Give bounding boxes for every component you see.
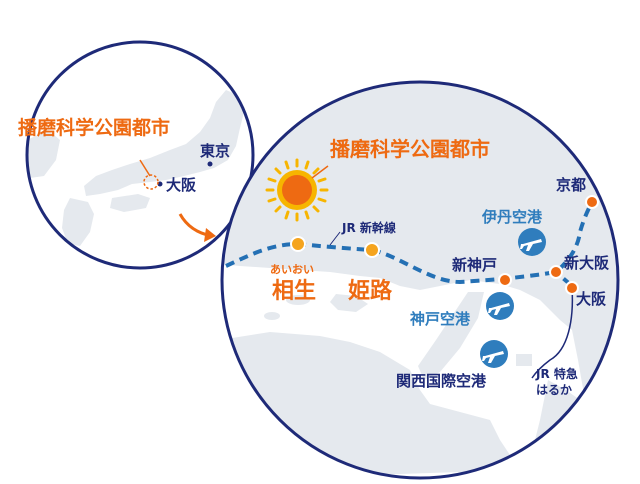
station-shinkobe [498, 273, 512, 287]
airplane-icon [480, 340, 508, 368]
station-shinosaka [549, 265, 563, 279]
main-land-honshu [222, 82, 618, 440]
inset-land-shikoku [110, 194, 150, 212]
inset-harima-marker [143, 174, 159, 190]
main-map: 播磨科学公園都市 JR 新幹線 あいおい 相生 姫路 新神戸 新大阪 大阪 京都… [220, 80, 620, 480]
label-aioi: 相生 [272, 279, 316, 304]
inset-dot-tokyo [207, 161, 213, 167]
connector-arrowhead [204, 228, 216, 242]
label-itami: 伊丹空港 [481, 208, 543, 226]
airplane-icon [486, 292, 514, 320]
inset-title: 播磨科学公園都市 [18, 116, 170, 139]
inset-label-osaka: 大阪 [166, 176, 197, 194]
inset-map: 播磨科学公園都市 東京 大阪 [18, 40, 255, 270]
inset-land-kyushu [62, 198, 94, 246]
label-kansai-airport: 関西国際空港 [396, 372, 487, 390]
station-kyoto [585, 195, 599, 209]
title-pointer [311, 165, 329, 179]
station-osaka [565, 281, 579, 295]
station-himeji [364, 242, 380, 258]
inset-dot-osaka [157, 181, 163, 187]
label-aioi-kana: あいおい [270, 263, 314, 276]
inset-label-tokyo: 東京 [200, 142, 230, 160]
label-haruka-2: はるか [536, 383, 572, 397]
inset-pointer [139, 159, 151, 177]
label-shinosaka: 新大阪 [564, 254, 610, 272]
label-kobe-airport: 神戸空港 [410, 310, 471, 328]
label-himeji: 姫路 [348, 278, 393, 304]
main-land-shodoshima [330, 294, 368, 312]
sun-icon [265, 158, 329, 222]
airplane-icon [518, 228, 546, 256]
label-kyoto: 京都 [556, 176, 586, 194]
station-aioi [290, 236, 306, 252]
main-land-awaji [418, 292, 484, 380]
label-osaka: 大阪 [576, 290, 607, 308]
main-land-kix [516, 354, 532, 366]
inset-land-honshu [84, 90, 244, 196]
haruka-line [531, 287, 574, 379]
label-shinkobe: 新神戸 [452, 256, 497, 274]
label-haruka-1: JR 特急 [535, 366, 578, 381]
jr-label-pointer [329, 231, 341, 246]
main-title: 播磨科学公園都市 [330, 137, 490, 161]
inset-land-korea [27, 130, 60, 178]
jr-shinkansen-label: JR 新幹線 [341, 220, 396, 235]
